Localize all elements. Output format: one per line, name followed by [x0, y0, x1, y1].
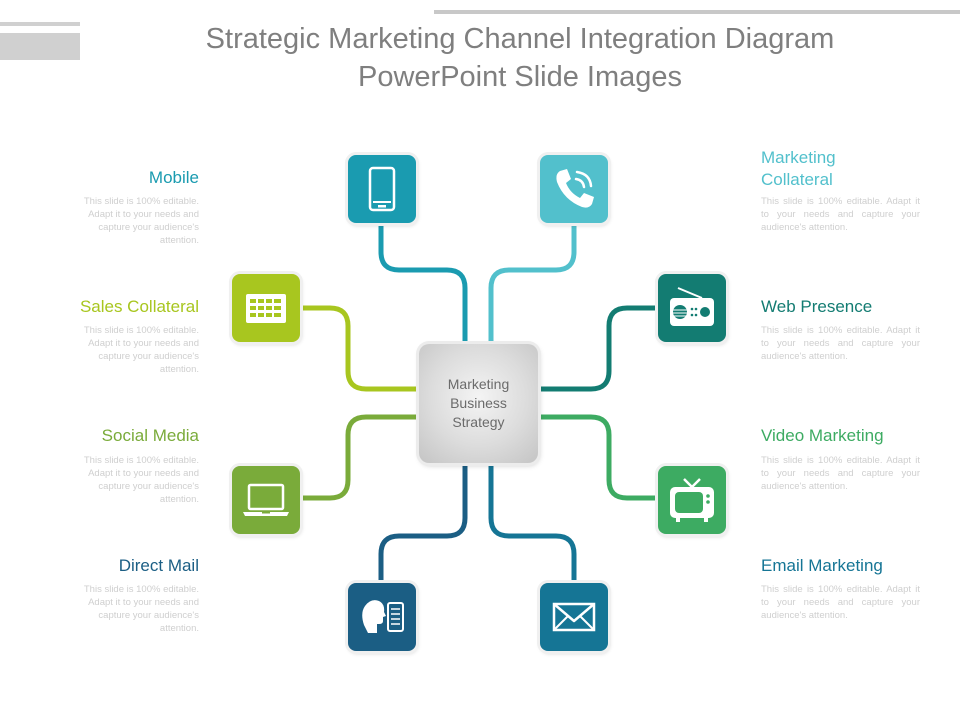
web-presence-icon-box	[658, 274, 726, 342]
channel-description-social-media: This slide is 100% editable. Adapt it to…	[83, 455, 199, 505]
channel-description-marketing-collateral: This slide is 100% editable. Adapt it to…	[761, 196, 920, 233]
channel-description-sales-collateral: This slide is 100% editable. Adapt it to…	[83, 325, 199, 375]
channel-heading-email-marketing: Email Marketing	[761, 556, 883, 575]
laptop-icon	[243, 483, 289, 516]
channel-description-web-presence: This slide is 100% editable. Adapt it to…	[761, 325, 920, 362]
channel-description-email-marketing: This slide is 100% editable. Adapt it to…	[761, 584, 920, 621]
marketing-collateral-icon-box	[540, 155, 608, 223]
channel-heading-social-media: Social Media	[101, 426, 199, 445]
connector-direct-mail	[378, 460, 468, 585]
slide-title-line2: PowerPoint Slide Images	[358, 61, 682, 93]
channel-heading-marketing-collateral: Marketing Collateral	[761, 148, 836, 189]
header-decor-block-left	[0, 33, 80, 60]
connector-sales-collateral	[297, 305, 422, 392]
connector-social-media	[297, 414, 422, 501]
smartphone-icon	[368, 166, 396, 212]
connector-email-marketing	[488, 460, 577, 585]
mobile-icon-box	[348, 155, 416, 223]
video-marketing-icon-box	[658, 466, 726, 534]
channel-heading-web-presence: Web Presence	[761, 297, 873, 316]
channel-description-video-marketing: This slide is 100% editable. Adapt it to…	[761, 455, 920, 492]
connector-web-presence	[535, 305, 659, 392]
header-decor-line-left	[0, 22, 80, 26]
center-hub-label: Marketing Business Strategy	[447, 376, 510, 430]
slide-title: Strategic Marketing Channel Integration …	[120, 20, 920, 96]
sales-collateral-icon-box	[232, 274, 300, 342]
phone-call-icon	[556, 169, 594, 208]
channel-description-mobile: This slide is 100% editable. Adapt it to…	[83, 196, 199, 246]
center-hub: Marketing Business Strategy	[419, 344, 538, 463]
channel-heading-video-marketing: Video Marketing	[761, 426, 884, 445]
envelope-icon	[552, 602, 596, 632]
connector-video-marketing	[535, 414, 659, 501]
calendar-icon	[246, 294, 286, 323]
email-marketing-icon-box	[540, 583, 608, 651]
slide-title-line1: Strategic Marketing Channel Integration …	[205, 23, 835, 55]
header-decor-line-right	[434, 10, 960, 14]
channel-heading-mobile: Mobile	[148, 168, 199, 187]
channel-description-direct-mail: This slide is 100% editable. Adapt it to…	[83, 584, 199, 634]
person-profile-icon	[362, 600, 404, 633]
connector-mobile	[378, 219, 468, 347]
direct-mail-icon-box	[348, 583, 416, 651]
tv-icon	[670, 478, 714, 522]
radio-icon	[670, 287, 714, 326]
channel-heading-direct-mail: Direct Mail	[118, 556, 199, 575]
connector-marketing-collateral	[488, 219, 577, 347]
social-media-icon-box	[232, 466, 300, 534]
channel-heading-sales-collateral: Sales Collateral	[79, 297, 199, 316]
